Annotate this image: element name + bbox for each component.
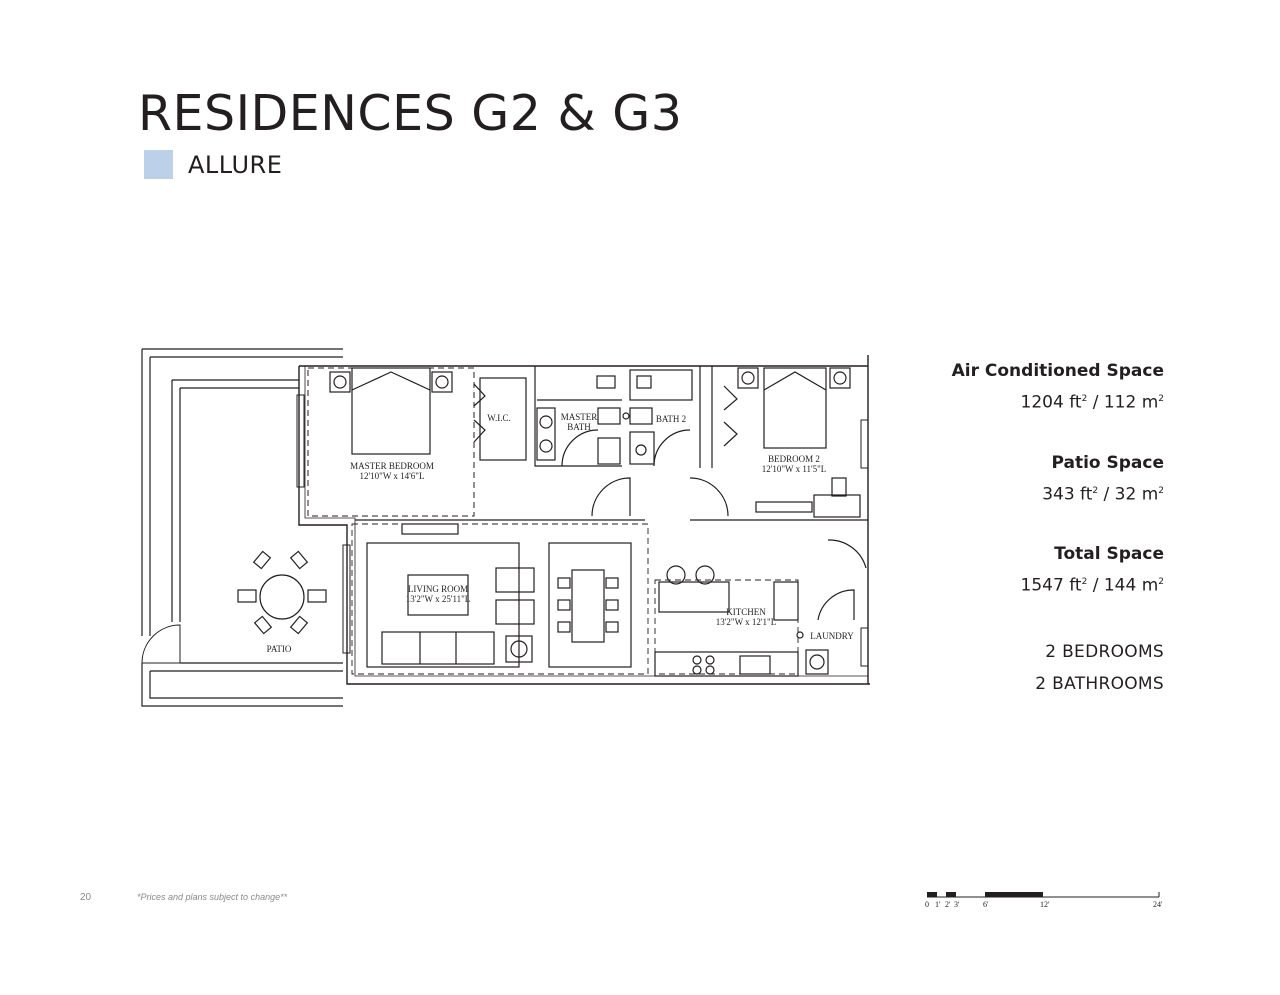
master-bath-label-2: BATH [567,422,591,432]
bedroom-2-dims: 12'10"W x 11'5"L [762,464,827,474]
ac-space-value: 1204 ft2 / 112 m2 [1020,392,1164,413]
bath-2-label: BATH 2 [656,414,686,424]
collection-name: ALLURE [188,151,283,179]
bathrooms-count: 2 BATHROOMS [1035,674,1164,694]
page-title: RESIDENCES G2 & G3 [138,85,683,142]
patio-label: PATIO [267,644,292,654]
master-bedroom-label: MASTER BEDROOM [350,461,434,471]
bedroom-2-label: BEDROOM 2 [768,454,820,464]
scale-label-6: 6' [983,900,989,909]
scale-label-1: 1' [935,900,941,909]
scale-label-3: 3' [954,900,960,909]
disclaimer: *Prices and plans subject to change** [137,892,288,902]
rooms-summary: 2 BEDROOMS 2 BATHROOMS [1035,636,1164,700]
master-bedroom-dims: 12'10"W x 14'6"L [360,471,425,481]
kitchen-label: KITCHEN [726,607,766,617]
space-stats: Air Conditioned Space 1204 ft2 / 112 m2 … [904,358,1164,633]
wic-label: W.I.C. [487,413,510,423]
total-space-label: Total Space [1054,544,1164,565]
ac-space-label: Air Conditioned Space [951,361,1164,381]
scale-label-0: 0 [925,900,929,909]
master-bath-label: MASTER [561,412,598,422]
total-space-value: 1547 ft2 / 144 m2 [1020,575,1164,596]
scale-label-2: 2' [945,900,951,909]
scale-bar: 0 1' 2' 3' 6' 12' 24' [925,892,1163,909]
scale-label-12: 12' [1040,900,1050,909]
page-number: 20 [80,892,92,903]
patio-space-label: Patio Space [1051,452,1164,473]
color-swatch [144,150,173,179]
bedrooms-count: 2 BEDROOMS [1045,642,1164,662]
kitchen-dims: 13'2"W x 12'1"L [716,617,776,627]
scale-label-24: 24' [1153,900,1163,909]
patio-space-value: 343 ft2 / 32 m2 [1042,484,1164,505]
living-room-label: LIVING ROOM [408,584,468,594]
laundry-label: LAUNDRY [810,631,854,641]
living-room-dims: 13'2"W x 25'11"L [406,594,471,604]
